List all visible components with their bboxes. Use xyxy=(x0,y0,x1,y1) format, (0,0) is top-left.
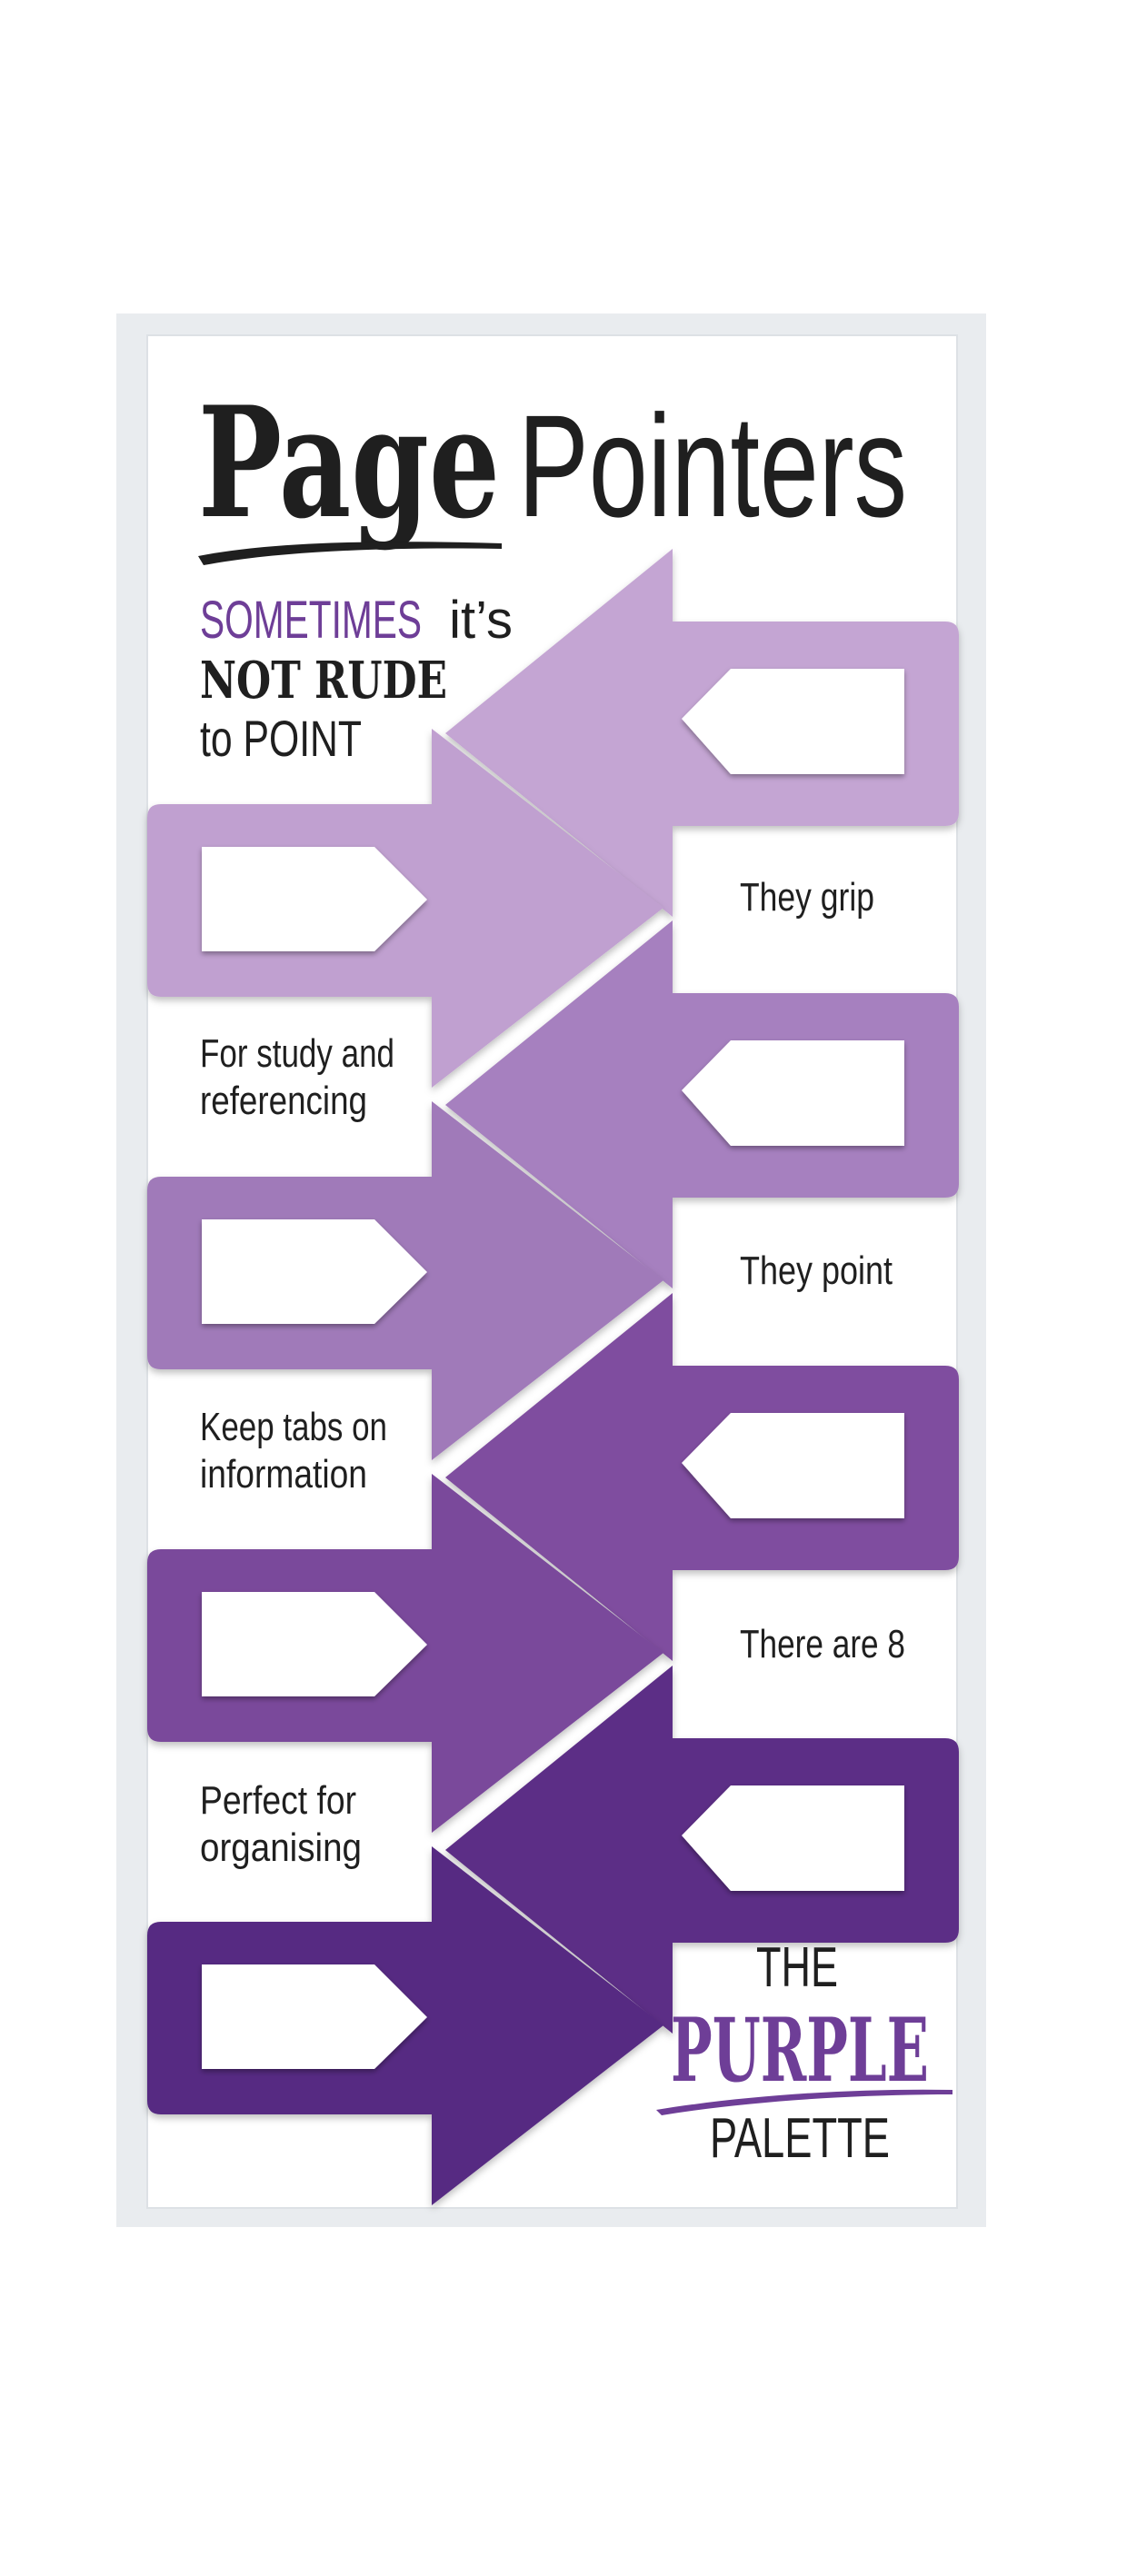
feature-label-tabs-1: Keep tabs on xyxy=(200,1405,387,1449)
left-pointer-window-1 xyxy=(682,669,904,774)
tagline-line-1: SOMETIMES it’s xyxy=(200,591,513,650)
tagline-highlight: SOMETIMES xyxy=(200,591,422,650)
left-pointer-window-2 xyxy=(682,1040,904,1146)
palette-the: THE xyxy=(756,1936,838,1999)
palette-name: THE PURPLE PALETTE xyxy=(656,1936,952,2170)
palette-palette: PALETTE xyxy=(710,2107,890,2170)
feature-label-grip: They grip xyxy=(740,875,874,920)
right-pointer-window-4 xyxy=(202,1964,427,2069)
feature-label-count: There are 8 xyxy=(740,1622,905,1666)
feature-label-point: They point xyxy=(740,1248,893,1293)
brand-word-page: Page xyxy=(198,373,500,552)
tagline-line-2: NOT RUDE xyxy=(200,651,447,711)
feature-label-study-1: For study and xyxy=(200,1031,394,1076)
palette-underline-swoosh xyxy=(656,2089,952,2115)
palette-purple: PURPLE xyxy=(671,1999,929,2102)
tagline-line-3: to POINT xyxy=(200,710,362,767)
right-pointer-window-1 xyxy=(202,847,427,951)
right-pointer-window-2 xyxy=(202,1219,427,1324)
feature-label-organise-2: organising xyxy=(200,1825,362,1870)
brand-word-pointers: Pointers xyxy=(518,384,907,547)
left-pointer-window-3 xyxy=(682,1413,904,1518)
brand-underline-swoosh xyxy=(198,542,502,565)
tagline-its: it’s xyxy=(449,591,513,650)
pointer-group xyxy=(147,549,959,2205)
tagline: SOMETIMES it’s NOT RUDE to POINT xyxy=(200,591,513,767)
left-pointer-window-4 xyxy=(682,1785,904,1891)
brand-logo: Page Pointers xyxy=(198,373,907,565)
feature-label-study-2: referencing xyxy=(200,1079,367,1123)
right-pointer-window-3 xyxy=(202,1592,427,1696)
feature-label-tabs-2: information xyxy=(200,1452,367,1497)
feature-label-organise-1: Perfect for xyxy=(200,1778,356,1823)
